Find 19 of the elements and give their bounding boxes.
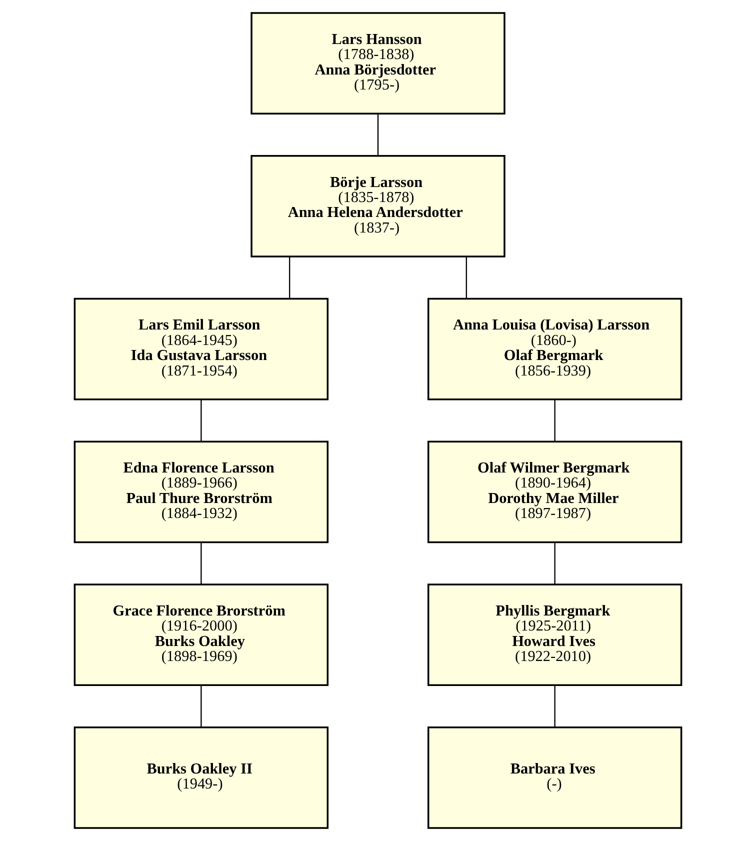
connector bbox=[200, 542, 202, 584]
node-box: Börje Larsson (1835-1878) Anna Helena Andersdotter (1837-) bbox=[250, 154, 505, 258]
node-box: Lars Hansson (1788-1838) Anna Börjesdotter (1795-) bbox=[250, 12, 505, 115]
node-box: Edna Florence Larsson (1889-1966) Paul Thure Brorström (1884-1932) bbox=[73, 440, 328, 544]
connector bbox=[200, 399, 202, 442]
node-box: Grace Florence Brorström (1916-2000) Burks Oakley (1898-1969) bbox=[73, 584, 328, 686]
node-box: Anna Louisa (Lovisa) Larsson (1860-) Olaf Bergmark (1856-1939) bbox=[426, 298, 682, 400]
connector bbox=[288, 256, 290, 299]
connector bbox=[554, 542, 555, 584]
connector bbox=[554, 685, 555, 728]
connector bbox=[554, 399, 555, 442]
node-box: Olaf Wilmer Bergmark (1890-1964) Dorothy Mae Miller (1897-1987) bbox=[426, 440, 682, 544]
connector bbox=[200, 685, 202, 728]
node-box: Barbara Ives (-) bbox=[426, 726, 682, 829]
connector bbox=[376, 114, 378, 156]
node-box: Burks Oakley II (1949-) bbox=[73, 726, 328, 829]
node-box: Lars Emil Larsson (1864-1945) Ida Gustava Larsson (1871-1954) bbox=[73, 298, 328, 400]
node-box: Phyllis Bergmark (1925-2011) Howard Ives (1922-2010) bbox=[426, 584, 682, 686]
connector bbox=[465, 256, 466, 299]
